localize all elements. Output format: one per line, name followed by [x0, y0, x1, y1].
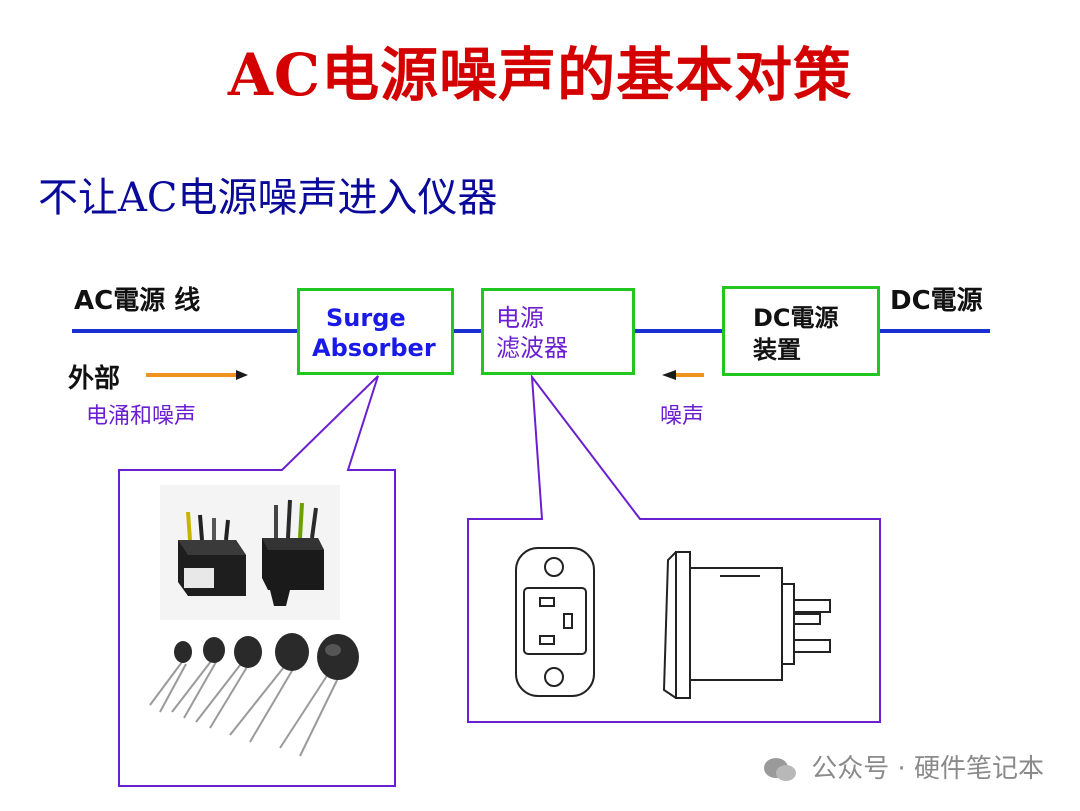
surge-absorber-box: Surge Absorber	[297, 288, 454, 375]
wechat-icon	[763, 757, 797, 783]
filter-box-line1: 电源	[496, 304, 544, 332]
varistor-disc-image	[149, 633, 359, 757]
surge-absorber-module-image	[160, 485, 340, 620]
dc-power-unit-box: DC電源 装置	[722, 286, 880, 376]
surge-noise-label: 电涌和噪声	[86, 404, 197, 429]
dc-box-line2: 装置	[753, 336, 801, 364]
filter-box-line2: 滤波器	[496, 334, 568, 362]
filter-front-view-image	[515, 547, 595, 697]
external-arrow	[146, 370, 248, 380]
external-label: 外部	[68, 364, 121, 394]
surge-box-line1: Surge	[326, 304, 406, 332]
noise-arrow	[662, 370, 704, 380]
page-title: AC电源噪声的基本对策	[227, 41, 853, 109]
dc-box-line1: DC電源	[753, 304, 839, 332]
surge-box-line2: Absorber	[312, 334, 436, 362]
filter-side-view-image	[662, 551, 831, 699]
filter-callout	[467, 373, 881, 723]
ac-line-label: AC電源 线	[74, 286, 201, 316]
power-filter-box: 电源 滤波器	[481, 288, 635, 375]
noise-label: 噪声	[660, 404, 705, 429]
watermark-text: 公众号 · 硬件笔记本	[811, 754, 1044, 784]
dc-line-label: DC電源	[890, 286, 983, 316]
page-subtitle: 不让AC电源噪声进入仪器	[38, 175, 498, 221]
watermark: 公众号 · 硬件笔记本	[763, 748, 1044, 785]
surge-callout	[118, 375, 396, 787]
